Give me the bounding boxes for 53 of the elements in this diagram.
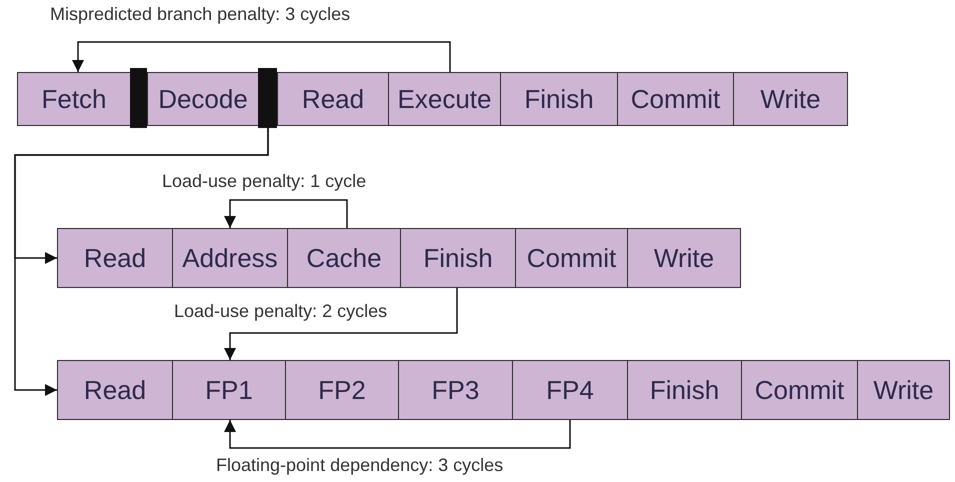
- stage-label: FP2: [318, 374, 366, 406]
- arrow: [224, 288, 458, 360]
- pipeline-stage-box: [857, 360, 950, 420]
- pipeline-stage-box: [733, 72, 848, 126]
- stage-label: Finish: [524, 84, 594, 114]
- stage-label: Address: [182, 242, 278, 274]
- stage-label: FP4: [546, 374, 594, 406]
- edge-label: Mispredicted branch penalty: 3 cycles: [48, 4, 352, 25]
- stage-label: FP3: [432, 374, 480, 406]
- arrow: [224, 420, 571, 449]
- stage-label: Decode: [158, 84, 248, 114]
- pipeline-stage-box: [17, 72, 131, 126]
- pipeline-stage-box: [57, 360, 173, 420]
- edge-label: Load-use penalty: 1 cycle: [160, 171, 368, 192]
- stage-label: Write: [654, 242, 714, 274]
- stage-label: Read: [84, 374, 146, 406]
- pipeline-stage-box: [400, 228, 516, 288]
- pipeline-stage-box: [287, 228, 401, 288]
- pipeline-stage-box: [277, 72, 389, 126]
- pipeline-stage-box: [500, 72, 618, 126]
- pipeline-stage-box: [627, 360, 742, 420]
- stage-label: Write: [760, 84, 821, 114]
- pipeline-stage-box: [57, 228, 173, 288]
- stage-label: Write: [873, 374, 934, 406]
- stage-label: Read: [302, 84, 364, 114]
- arrow: [14, 128, 269, 396]
- pipeline-stage-box: [398, 360, 513, 420]
- stage-label: Finish: [650, 374, 720, 406]
- arrow: [72, 41, 451, 72]
- pipeline-stage-box: [512, 360, 628, 420]
- pipeline-latch-bar: [130, 68, 147, 128]
- pipeline-stage-box: [172, 228, 288, 288]
- pipeline-stage-box: [741, 360, 858, 420]
- pipeline-latch-bar: [258, 68, 277, 128]
- stage-label: FP1: [205, 374, 253, 406]
- pipeline-stage-box: [285, 360, 399, 420]
- edge-label: Floating-point dependency: 3 cycles: [214, 455, 506, 476]
- pipeline-stage-box: [627, 228, 741, 288]
- arrow: [224, 199, 348, 228]
- stage-label: Commit: [630, 84, 720, 114]
- stage-label: Execute: [398, 84, 492, 114]
- stage-label: Cache: [306, 242, 382, 274]
- pipeline-stage-box: [172, 360, 286, 420]
- pipeline-stage-box: [515, 228, 628, 288]
- stage-label: Fetch: [41, 84, 107, 114]
- stage-label: Commit: [754, 374, 844, 406]
- stage-label: Commit: [526, 242, 616, 274]
- pipeline-stage-box: [617, 72, 734, 126]
- edge-label: Load-use penalty: 2 cycles: [172, 301, 390, 322]
- stage-label: Read: [84, 242, 146, 274]
- pipeline-stage-box: [147, 72, 259, 126]
- stage-label: Finish: [423, 242, 493, 274]
- pipeline-stage-box: [388, 72, 501, 126]
